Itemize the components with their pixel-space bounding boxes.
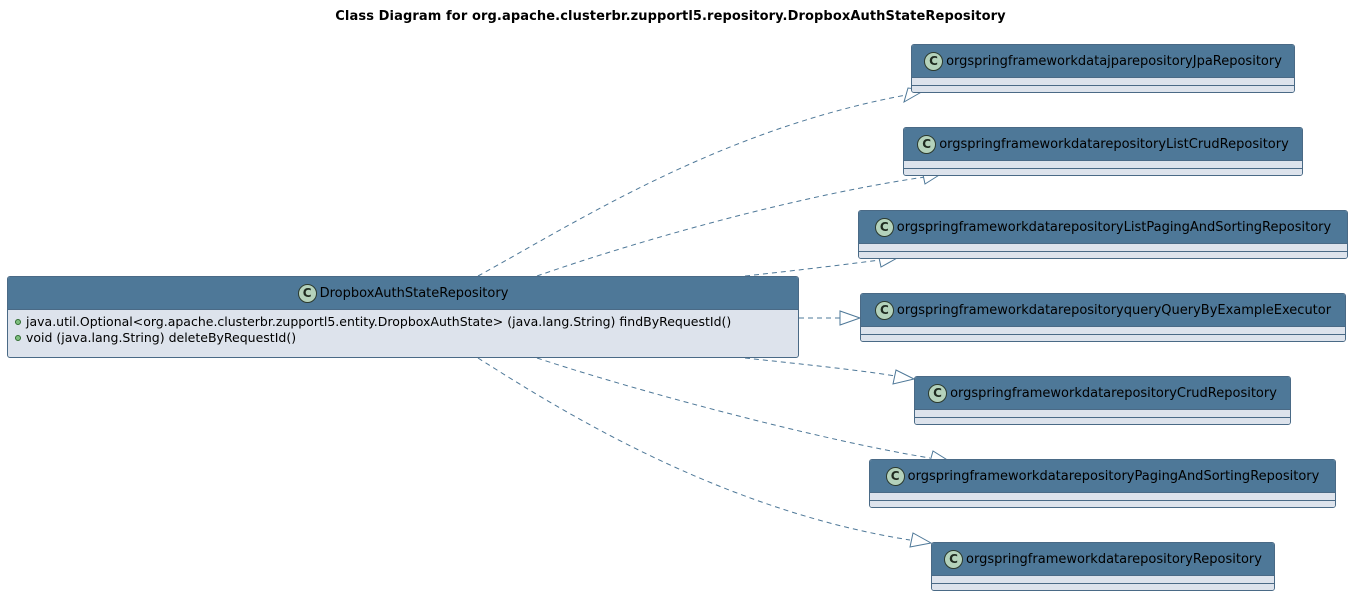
class-methods (870, 500, 1335, 507)
method-row: java.util.Optional<org.apache.clusterbr.… (15, 314, 791, 330)
edge-listcrudrepository (536, 176, 926, 277)
class-methods (912, 85, 1294, 92)
class-fields (859, 243, 1347, 251)
class-header: C orgspringframeworkdatajparepositoryJpa… (912, 45, 1294, 77)
method-signature: java.util.Optional<org.apache.clusterbr.… (26, 314, 732, 329)
public-method-icon (15, 335, 21, 341)
class-methods (904, 168, 1302, 175)
class-header: C orgspringframeworkdatarepositoryListPa… (859, 211, 1347, 243)
class-name: orgspringframeworkdatarepositoryListPagi… (896, 219, 1332, 235)
class-badge-icon: C (885, 466, 905, 486)
class-name: orgspringframeworkdatarepositoryPagingAn… (907, 468, 1320, 484)
class-methods (859, 251, 1347, 258)
edge-jparepository (477, 94, 907, 277)
class-badge-icon: C (928, 383, 948, 403)
class-fields (932, 575, 1274, 583)
class-badge-icon: C (944, 549, 964, 569)
class-methods (932, 583, 1274, 590)
class-badge-icon: C (917, 134, 937, 154)
edge-listpagingandsortingrepository (744, 259, 881, 277)
class-fields (904, 160, 1302, 168)
class-header: C orgspringframeworkdatarepositoryPaging… (870, 460, 1335, 492)
edge-pagingandsortingrepository (536, 357, 931, 459)
class-header: C orgspringframeworkdatarepositoryCrudRe… (915, 377, 1290, 409)
class-methods (861, 334, 1345, 341)
class-fields (861, 326, 1345, 334)
class-header: C orgspringframeworkdatarepositoryqueryQ… (861, 294, 1345, 326)
edge-crudrepository (744, 357, 896, 377)
public-method-icon (15, 319, 21, 325)
method-signature: void (java.lang.String) deleteByRequestI… (26, 330, 297, 345)
class-name: DropboxAuthStateRepository (319, 285, 509, 301)
class-methods: java.util.Optional<org.apache.clusterbr.… (8, 309, 798, 350)
class-fields (915, 409, 1290, 417)
class-fields (870, 492, 1335, 500)
edge-repository (477, 357, 911, 541)
class-name: orgspringframeworkdatarepositoryCrudRepo… (950, 385, 1277, 401)
class-badge-icon: C (924, 51, 944, 71)
class-pagingandsortingrepository[interactable]: C orgspringframeworkdatarepositoryPaging… (869, 459, 1336, 508)
class-name: orgspringframeworkdatarepositoryqueryQue… (896, 302, 1332, 318)
diagram-title: Class Diagram for org.apache.clusterbr.z… (335, 9, 1006, 24)
class-badge-icon: C (874, 300, 894, 320)
class-listcrudrepository[interactable]: C orgspringframeworkdatarepositoryListCr… (903, 127, 1303, 176)
class-header: C orgspringframeworkdatarepositoryListCr… (904, 128, 1302, 160)
class-crudrepository[interactable]: C orgspringframeworkdatarepositoryCrudRe… (914, 376, 1291, 425)
class-repository[interactable]: C orgspringframeworkdatarepositoryReposi… (931, 542, 1275, 591)
class-methods (915, 417, 1290, 424)
class-dropboxauthstaterepository[interactable]: C DropboxAuthStateRepository java.util.O… (7, 276, 799, 358)
class-jparepository[interactable]: C orgspringframeworkdatajparepositoryJpa… (911, 44, 1295, 93)
class-name: orgspringframeworkdatarepositoryReposito… (966, 551, 1262, 567)
class-header: C DropboxAuthStateRepository (8, 277, 798, 309)
class-name: orgspringframeworkdatarepositoryListCrud… (939, 136, 1289, 152)
class-listpagingandsortingrepository[interactable]: C orgspringframeworkdatarepositoryListPa… (858, 210, 1348, 259)
arrowhead-repository (909, 532, 933, 548)
class-querybyexampleexecutor[interactable]: C orgspringframeworkdatarepositoryqueryQ… (860, 293, 1346, 342)
class-name: orgspringframeworkdatajparepositoryJpaRe… (946, 53, 1282, 69)
class-header: C orgspringframeworkdatarepositoryReposi… (932, 543, 1274, 575)
arrowhead-crudrepository (892, 369, 916, 385)
class-fields (912, 77, 1294, 85)
method-row: void (java.lang.String) deleteByRequestI… (15, 330, 791, 346)
arrowhead-querybyexampleexecutor (839, 310, 862, 326)
class-badge-icon: C (297, 283, 317, 303)
class-badge-icon: C (874, 217, 894, 237)
